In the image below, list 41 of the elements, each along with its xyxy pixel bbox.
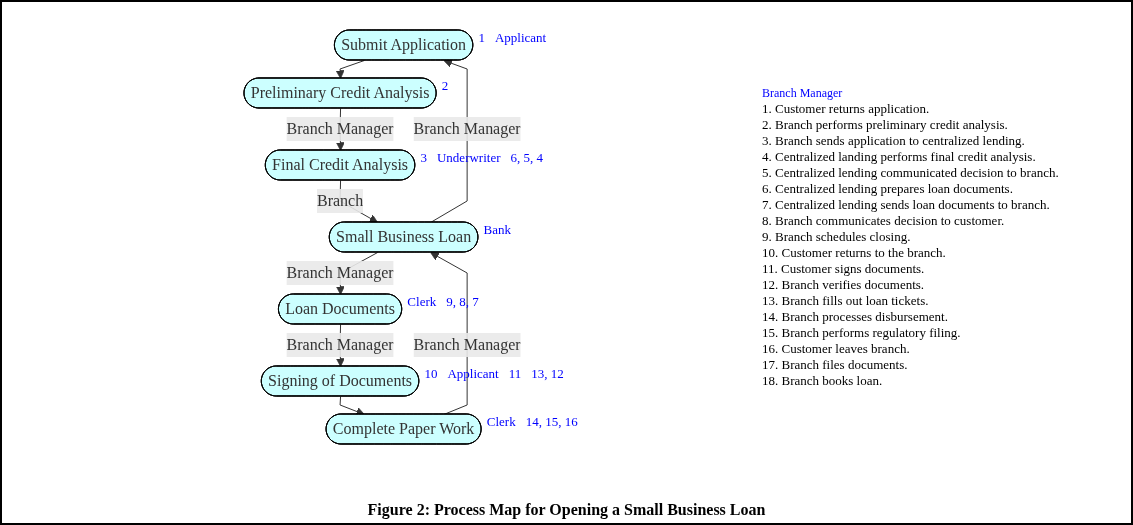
annotation-text: Bank: [483, 222, 511, 237]
step-text: 13. Branch fills out loan tickets.: [762, 293, 930, 309]
annotation-text: 1: [478, 30, 485, 45]
edge-label: Branch Manager: [286, 335, 394, 353]
step-text: 9. Branch schedules closing.: [762, 229, 912, 245]
annotation-text: 9, 8, 7: [446, 294, 479, 309]
step-text: 3. Branch sends application to centralized lending.: [762, 133, 1026, 149]
edge-label: Branch Manager: [413, 335, 521, 353]
annotation-text: 2: [441, 78, 449, 93]
annotation-text: Applicant: [494, 30, 547, 45]
annotation-text: Underwriter: [436, 150, 501, 165]
annotation-text: 13, 12: [531, 366, 564, 381]
edge-label: Branch Manager: [286, 263, 394, 281]
step-text: 11. Customer signs documents.: [762, 261, 926, 277]
step-text: 17. Branch files documents.: [762, 357, 909, 373]
step-text: 1. Customer returns application.: [762, 101, 931, 117]
step-text: 14. Branch processes disbursement.: [762, 309, 949, 325]
edge-label: Branch Manager: [286, 120, 394, 137]
step-text: 8. Branch communicates decision to customer.: [762, 213, 1006, 229]
step-text: 7. Centralized lending sends loan documents to branch.: [762, 197, 1051, 213]
edge-label: Branch: [316, 191, 363, 209]
annotation-text: Clerk: [407, 294, 437, 309]
step-text: 15. Branch performs regulatory filing.: [762, 325, 962, 341]
step-text: 16. Customer leaves branch.: [762, 341, 911, 357]
step-text: 10. Customer returns to the branch.: [762, 245, 947, 261]
annotation-text: Applicant: [447, 366, 499, 381]
step-text: 6. Centralized lending prepares loan documents.: [762, 181, 1014, 197]
caption: Figure 2: Process Map for Opening a Small Business Loan: [366, 501, 767, 519]
annotation-text: 3: [420, 150, 427, 165]
annotation-text: Clerk: [486, 414, 516, 429]
step-text: 4. Centralized landing performs final credit analysis.: [762, 149, 1037, 165]
step-text: 12. Branch verifies documents.: [762, 277, 926, 293]
annotation-text: 6, 5, 4: [510, 150, 543, 165]
annotation-text: 10: [424, 366, 438, 381]
note-text: Branch Manager: [762, 85, 844, 101]
step-text: 2. Branch performs preliminary credit analysis.: [762, 117, 1009, 133]
step-text: 5. Centralized lending communicated decision to branch.: [762, 165, 1060, 181]
edge-label: Branch Manager: [413, 120, 521, 137]
annotation-text: 11: [508, 366, 522, 381]
step-text: 18. Branch books loan.: [762, 373, 884, 389]
annotation-text: 14, 15, 16: [525, 414, 578, 429]
